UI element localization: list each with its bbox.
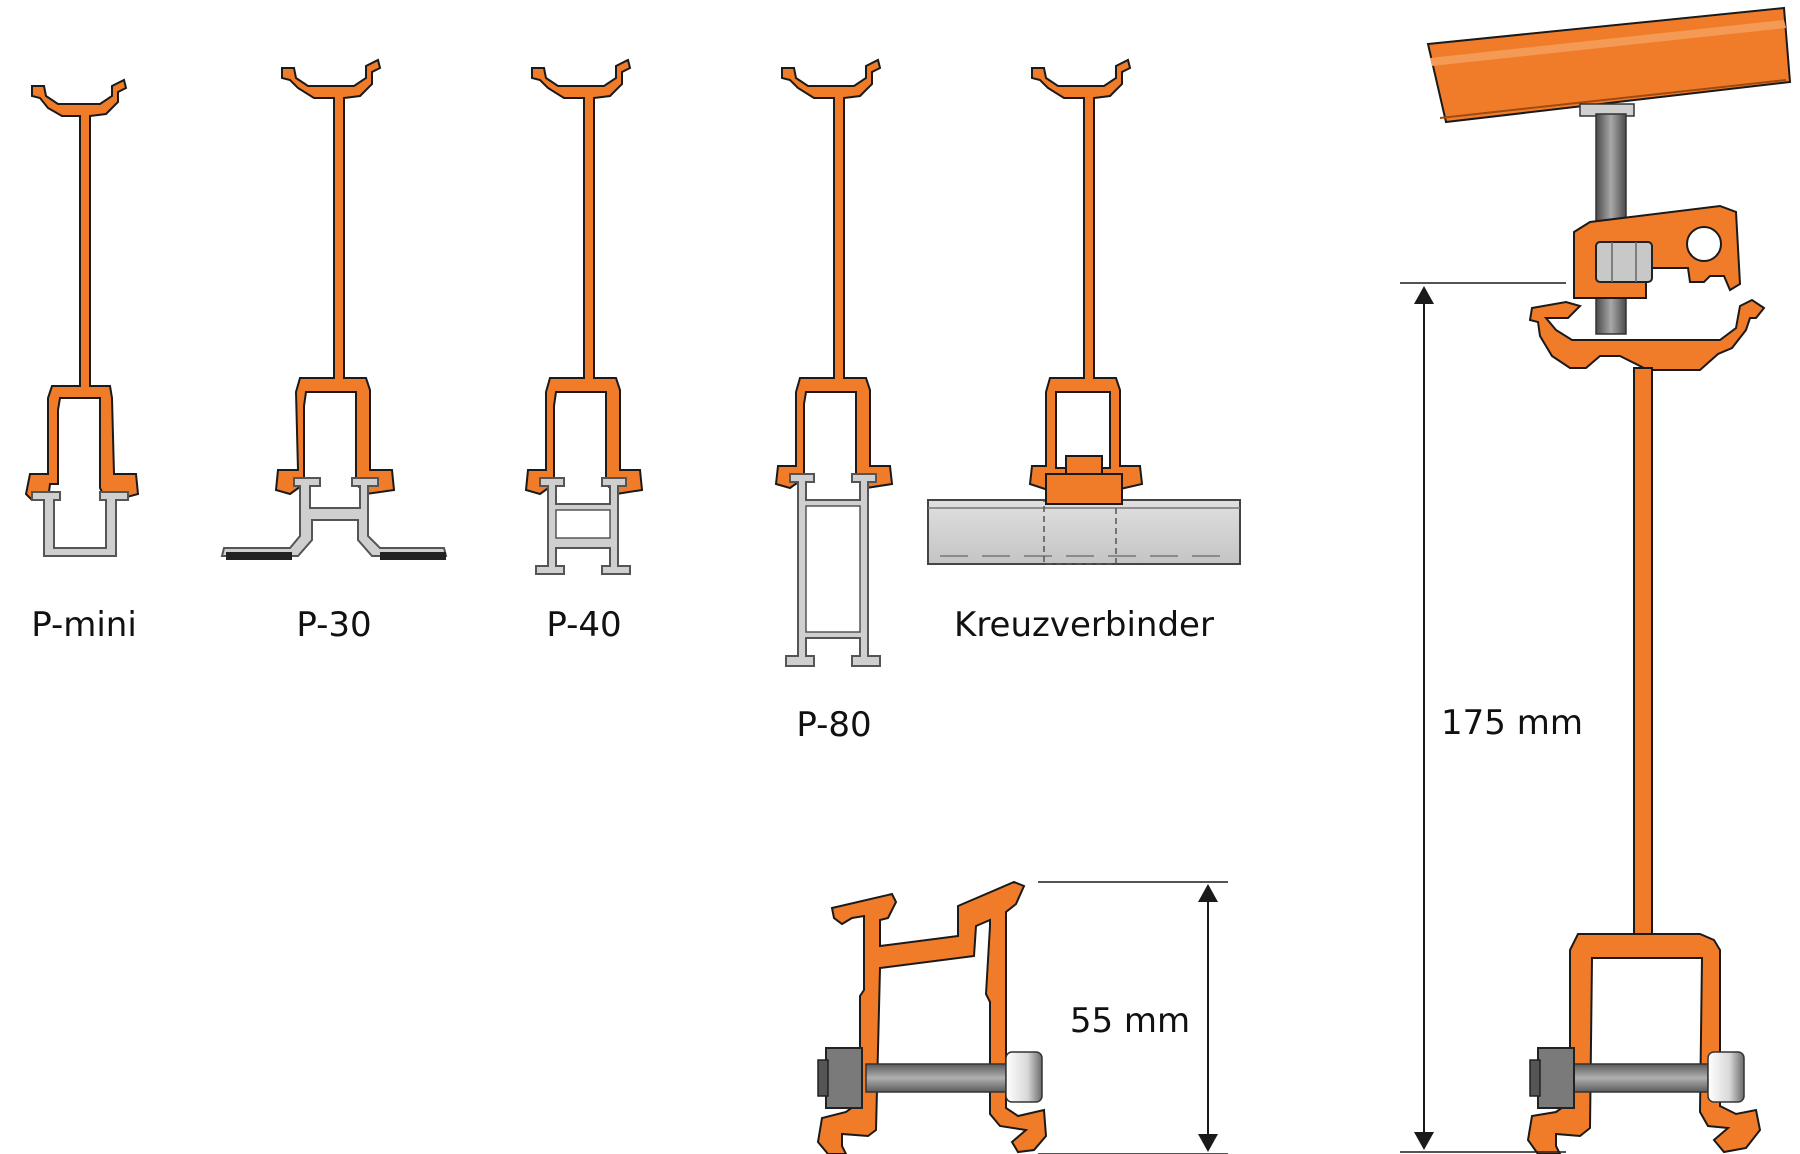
- clamp-55-body: [816, 880, 1048, 1154]
- assembly-horizontal-nut: [1537, 1047, 1575, 1109]
- assembly-hole: [1686, 226, 1722, 262]
- p-40-profile: [524, 58, 644, 575]
- p-80-profile: [774, 58, 894, 667]
- p-30-foot-left: [226, 552, 292, 560]
- label-p-mini: P-mini: [31, 605, 137, 645]
- p-mini-top-hook: [24, 78, 140, 501]
- assembly-web: [1633, 367, 1653, 935]
- dimension-55mm-label: 55 mm: [1070, 1001, 1190, 1041]
- p-80-top-hook: [774, 58, 894, 490]
- kreuzverbinder-rail: [927, 499, 1241, 565]
- kreuzverbinder-profile: [927, 58, 1241, 565]
- p-30-top-hook: [274, 58, 396, 496]
- label-p-40: P-40: [546, 605, 621, 645]
- label-p-30: P-30: [296, 605, 371, 645]
- assembly-upper-hook: [1528, 298, 1766, 371]
- assembly-lower-box: [1526, 933, 1762, 1154]
- clamp-55-bolt: [865, 1063, 1007, 1093]
- label-kreuzverbinder: Kreuzverbinder: [954, 605, 1214, 645]
- kreuzverbinder-top-hook: [1028, 58, 1144, 491]
- dimension-175mm-label: 175 mm: [1441, 703, 1583, 743]
- assembly-cap: [1707, 1051, 1745, 1103]
- p-80-rail-slot: [805, 505, 861, 633]
- p-40-top-hook: [524, 58, 644, 496]
- assembly-horizontal-bolt: [1573, 1063, 1709, 1093]
- p-30-profile: [220, 58, 448, 560]
- assembly-hex-nut: [1595, 241, 1653, 283]
- p-40-rail-slot: [555, 509, 611, 539]
- p-30-rail: [220, 477, 448, 557]
- dimension-175mm: [1400, 282, 1566, 1153]
- p-30-foot-right: [380, 552, 446, 560]
- assembly-175-profile: [1426, 6, 1792, 1154]
- p-mini-profile: [24, 78, 140, 557]
- label-p-80: P-80: [796, 705, 871, 745]
- dimension-55mm: [1038, 881, 1228, 1154]
- clamp-55-profile: [816, 880, 1048, 1154]
- clamp-55-cap: [1005, 1051, 1043, 1103]
- clamp-55-nut: [825, 1047, 863, 1109]
- p-mini-rail: [31, 491, 129, 557]
